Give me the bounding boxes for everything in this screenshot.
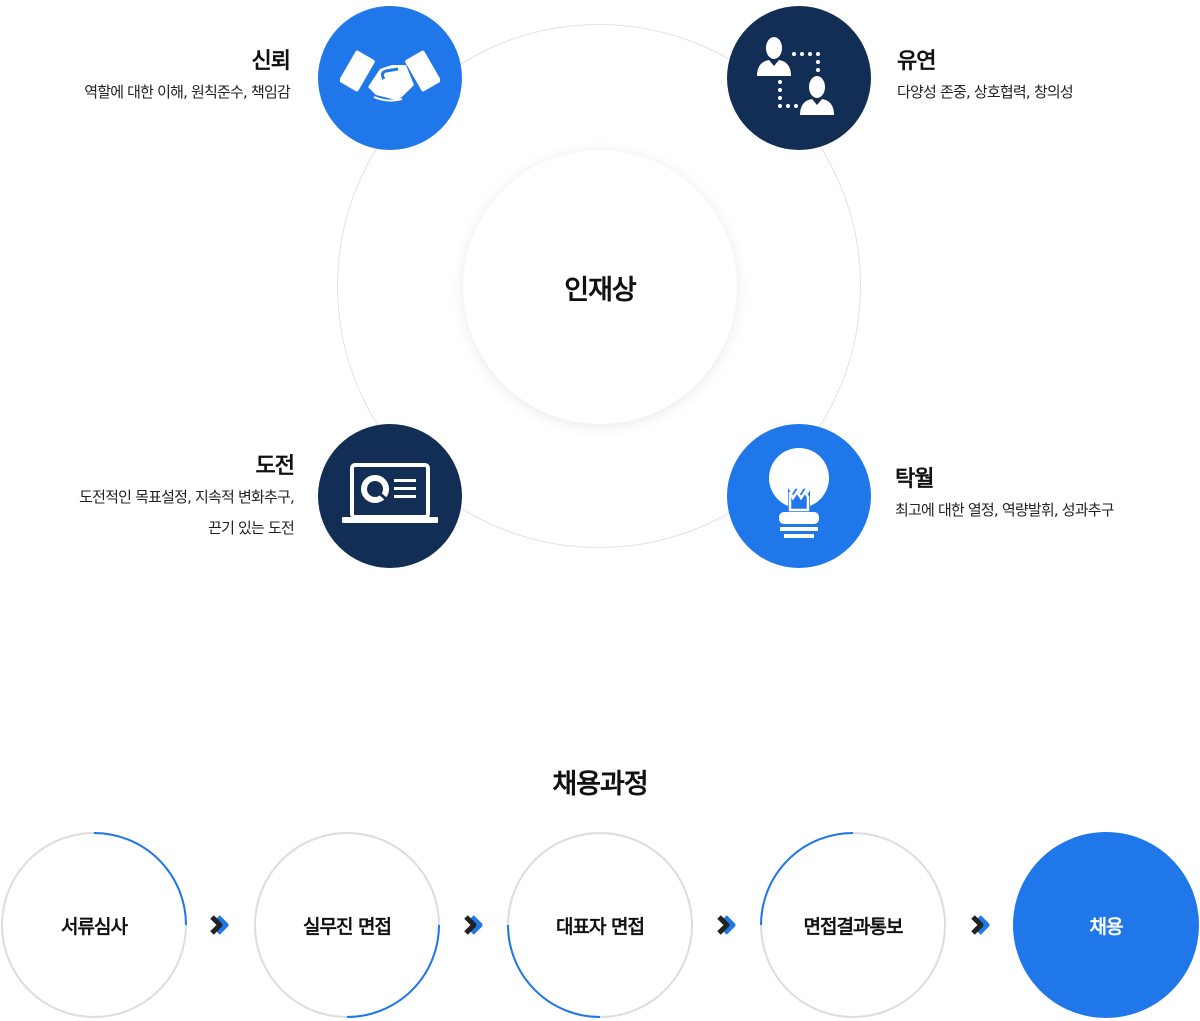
progress-ring	[1, 832, 187, 1018]
value-trust-title: 신뢰	[251, 49, 291, 74]
process-step-label: 면접결과통보	[803, 915, 904, 938]
double-chevron-right-icon	[462, 913, 488, 937]
talent-center-title: 인재상	[564, 274, 637, 306]
process-step-ceo-interview: 대표자 면접	[507, 832, 693, 1018]
progress-ring	[760, 832, 946, 1018]
value-excellence-title: 탁월	[895, 467, 934, 492]
value-trust-description: 역할에 대한 이해, 원칙준수, 책임감	[84, 83, 291, 101]
value-flexibility: 유연 다양성 존중, 상호협력, 창의성	[897, 47, 1074, 108]
double-chevron-right-icon	[208, 913, 234, 937]
handshake-icon	[340, 50, 440, 102]
value-challenge-title: 도전	[255, 454, 295, 479]
value-trust-badge	[318, 6, 462, 150]
value-flexibility-description: 다양성 존중, 상호협력, 창의성	[897, 83, 1074, 101]
process-step-label: 실무진 면접	[302, 915, 392, 938]
process-step-label: 대표자 면접	[555, 915, 645, 938]
talent-center-circle: 인재상	[463, 150, 737, 424]
process-step-result-notice: 면접결과통보	[760, 832, 946, 1018]
laptop-chart-icon	[342, 463, 438, 523]
progress-ring-filled	[1013, 832, 1199, 1018]
progress-ring	[507, 832, 693, 1018]
process-step-document-review: 서류심사	[1, 832, 187, 1018]
value-flexibility-title: 유연	[897, 49, 936, 74]
people-network-icon	[757, 37, 834, 115]
value-challenge-description: 도전적인 목표설정, 지속적 변화추구, 끈기 있는 도전	[79, 488, 295, 537]
process-step-label: 채용	[1089, 915, 1124, 938]
talent-outer-ring	[337, 24, 861, 548]
double-chevron-right-icon	[969, 913, 995, 937]
lightbulb-icon	[769, 448, 829, 538]
process-step-staff-interview: 실무진 면접	[254, 832, 440, 1018]
value-excellence-badge	[727, 424, 871, 568]
value-trust: 신뢰 역할에 대한 이해, 원칙준수, 책임감	[84, 47, 291, 108]
process-step-label: 서류심사	[61, 915, 128, 938]
process-title: 채용과정	[552, 769, 648, 800]
double-chevron-right-icon	[715, 913, 741, 937]
progress-ring	[254, 832, 440, 1018]
value-challenge-badge	[318, 424, 462, 568]
value-challenge: 도전 도전적인 목표설정, 지속적 변화추구, 끈기 있는 도전	[79, 452, 295, 544]
value-excellence: 탁월 최고에 대한 열정, 역량발휘, 성과추구	[895, 465, 1115, 526]
process-step-hire: 채용	[1013, 832, 1199, 1018]
value-flexibility-badge	[727, 6, 871, 150]
value-excellence-description: 최고에 대한 열정, 역량발휘, 성과추구	[895, 501, 1115, 519]
